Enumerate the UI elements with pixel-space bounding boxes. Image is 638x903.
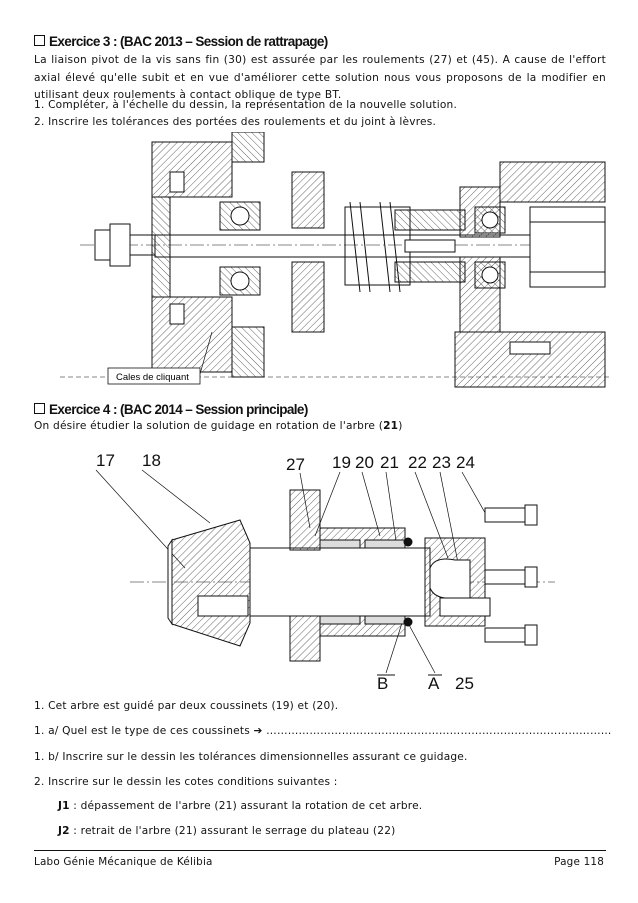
checkbox-icon: [34, 403, 45, 414]
callout-24: 24: [456, 453, 475, 472]
callout-22: 22: [408, 453, 427, 472]
exercise-4-question-1a: 1. a/ Quel est le type de ces coussinets…: [34, 725, 612, 737]
exercise-3-question-1: 1. Compléter, à l'échelle du dessin, la …: [34, 99, 458, 111]
callout-20: 20: [355, 453, 374, 472]
exercise-3-intro: La liaison pivot de la vis sans fin (30)…: [34, 54, 606, 102]
condition-j2: J2 : retrait de l'arbre (21) assurant le…: [58, 825, 396, 837]
callout-25: 25: [455, 674, 474, 693]
callout-23: 23: [432, 453, 451, 472]
callout-19: 19: [332, 453, 351, 472]
exercise-4-intro: On désire étudier la solution de guidage…: [34, 420, 403, 432]
footer-page-number: Page 118: [554, 856, 604, 868]
callout-B: B: [377, 674, 388, 693]
exercise-4-question-1b: 1. b/ Inscrire sur le dessin les toléran…: [34, 751, 468, 763]
exercise-4-question-1: 1. Cet arbre est guidé par deux coussine…: [34, 700, 339, 712]
exercise-4-title: Exercice 4 : (BAC 2014 – Session princip…: [34, 402, 308, 417]
footer-left: Labo Génie Mécanique de Kélibia: [34, 856, 213, 868]
callout-17: 17: [96, 451, 115, 470]
exercise-3-title: Exercice 3 : (BAC 2013 – Session de ratt…: [34, 34, 328, 49]
exercise-4-question-2: 2. Inscrire sur le dessin les cotes cond…: [34, 776, 338, 788]
footer-divider: [34, 850, 606, 851]
exercise-3-question-2: 2. Inscrire les tolérances des portées d…: [34, 116, 437, 128]
condition-j1: J1 : dépassement de l'arbre (21) assuran…: [58, 800, 423, 812]
callout-27: 27: [286, 455, 305, 474]
callout-18: 18: [142, 451, 161, 470]
drawing-label-cales: Cales de cliquant: [116, 372, 189, 383]
shaft-assembly-drawing: 17 18 27 19 20 21 22 23 24 B A 25: [95, 451, 555, 693]
callout-21: 21: [380, 453, 399, 472]
worm-shaft-drawing: Cales de cliquant: [60, 132, 610, 388]
checkbox-icon: [34, 35, 45, 46]
callout-A: A: [428, 674, 440, 693]
